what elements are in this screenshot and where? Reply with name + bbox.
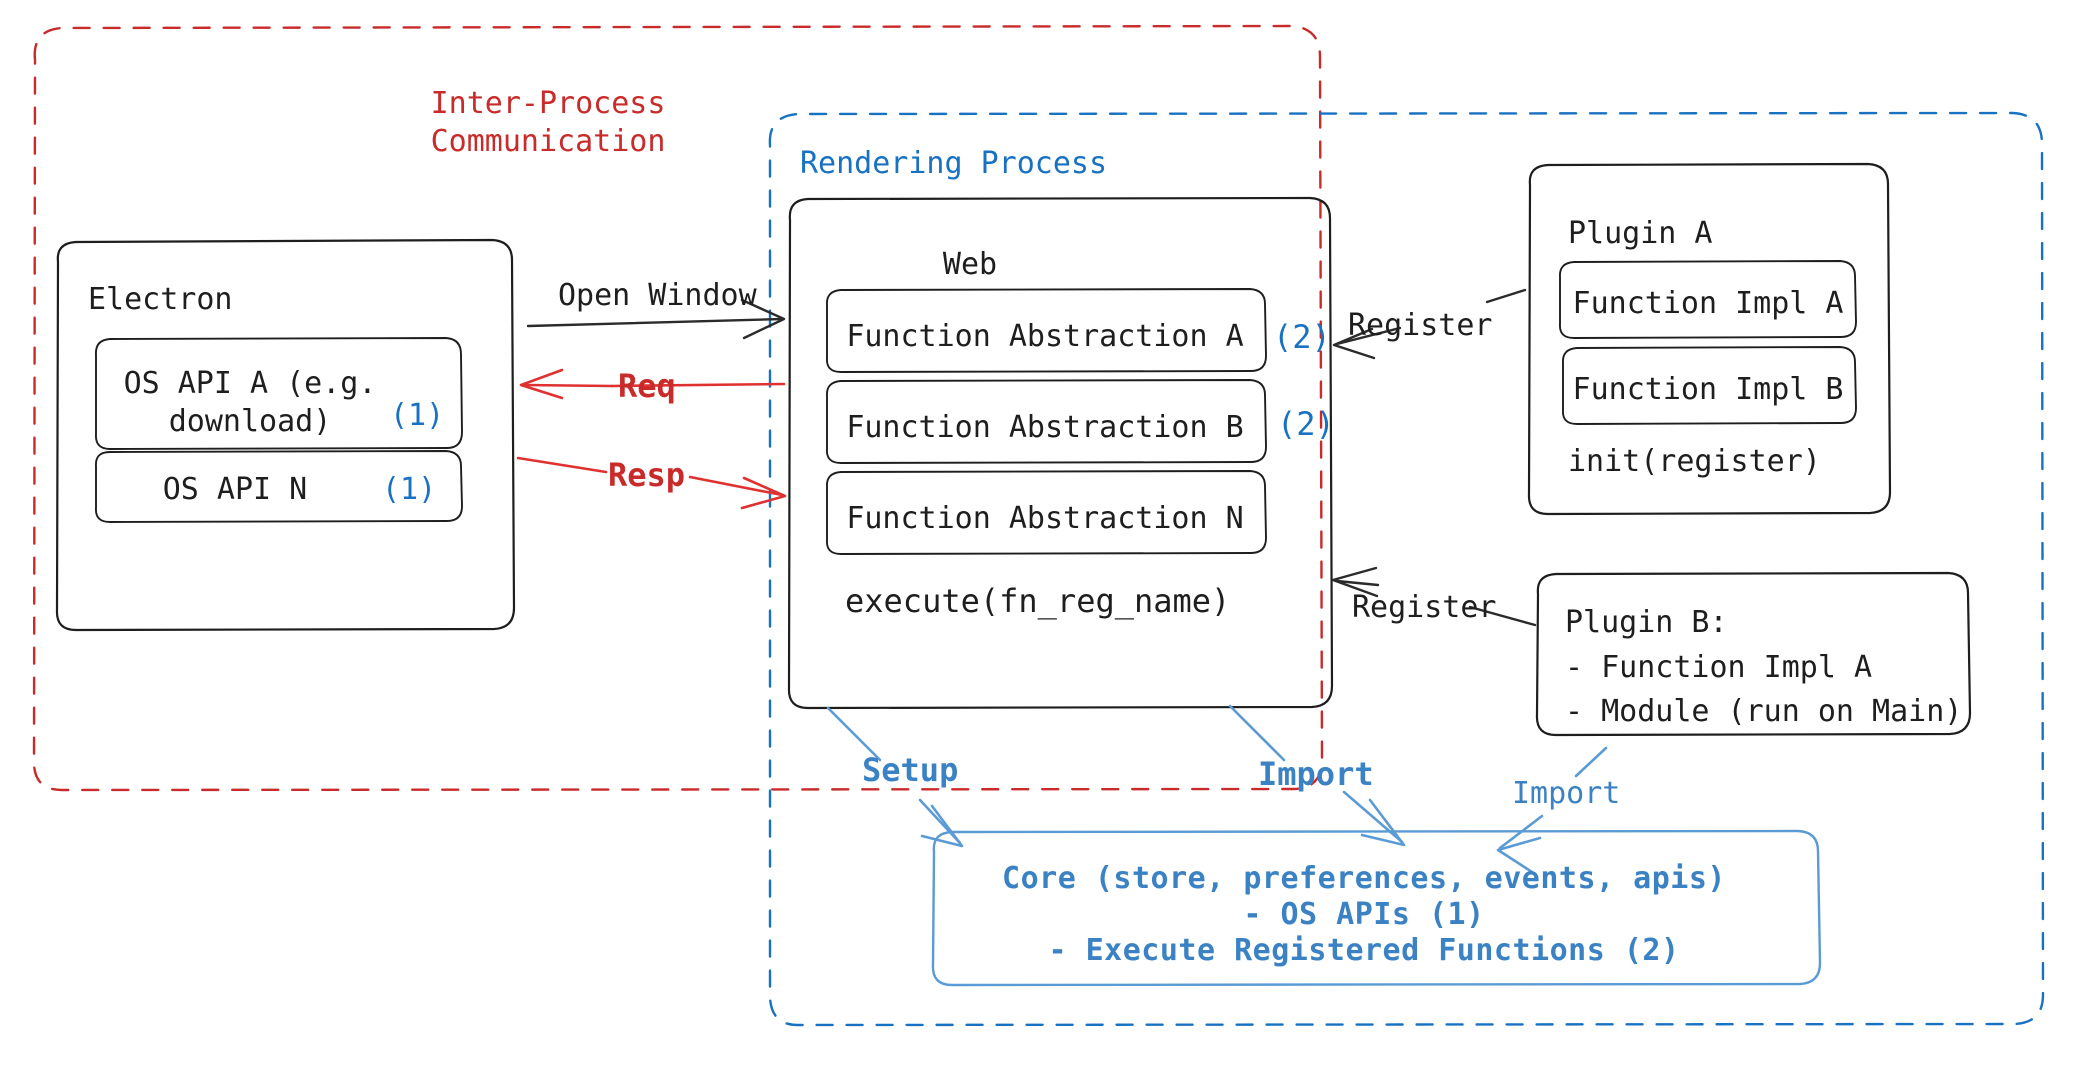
function-impl-b-label: Function Impl B	[1572, 372, 1844, 407]
web-title: Web	[942, 247, 998, 282]
ipc-container-outline	[32, 24, 1324, 792]
open-window-label: Open Window	[558, 278, 757, 313]
plugin-b-box-outline	[1535, 571, 1972, 737]
rendering-process-label: Rendering Process	[800, 146, 1108, 181]
core-box-outline	[931, 829, 1822, 987]
open-window-arrow	[526, 298, 786, 340]
electron-title: Electron	[88, 282, 233, 317]
req-arrow	[519, 368, 786, 400]
resp-arrow	[516, 456, 787, 510]
os-api-n-label: OS API N	[162, 472, 308, 507]
os-api-a-label: OS API A (e.g. download)	[123, 366, 377, 440]
plugin-b-line-2: - Function Impl A	[1565, 650, 1873, 685]
register-a-label: Register	[1348, 308, 1493, 343]
req-label: Req	[618, 367, 676, 405]
register-a-arrow	[1332, 288, 1527, 360]
os-api-n-marker: (1)	[382, 472, 437, 507]
plugin-b-line-1: Plugin B:	[1565, 605, 1728, 640]
plugin-a-init-label: init(register)	[1568, 444, 1821, 479]
web-execute-label: execute(fn_reg_name)	[845, 582, 1231, 620]
plugin-a-title: Plugin A	[1568, 216, 1713, 251]
setup-label: Setup	[862, 751, 959, 789]
register-b-arrow	[1331, 566, 1537, 627]
plugin-b-line-3: - Module (run on Main)	[1565, 694, 1963, 729]
web-box-outline	[787, 196, 1334, 710]
import-plugin-b-label: Import	[1512, 776, 1621, 811]
import-plugin-b-arrow	[1496, 746, 1608, 874]
function-abstraction-b-label: Function Abstraction B	[846, 410, 1244, 445]
function-abstraction-a-marker: (2)	[1273, 318, 1331, 356]
os-api-a-marker: (1)	[390, 398, 445, 433]
core-line-3: - Execute Registered Functions (2)	[1048, 933, 1680, 968]
core-line-2: - OS APIs (1)	[1243, 897, 1485, 932]
import-web-arrow	[1228, 704, 1406, 847]
function-abstraction-n-label: Function Abstraction N	[846, 501, 1244, 536]
import-web-label: Import	[1258, 755, 1374, 793]
resp-label: Resp	[608, 456, 686, 494]
setup-arrow	[826, 706, 964, 848]
function-abstraction-b-marker: (2)	[1277, 405, 1335, 443]
plugin-a-box-outline	[1527, 162, 1892, 516]
rendering-process-container-outline	[768, 111, 2045, 1027]
register-b-label: Register	[1352, 590, 1497, 625]
core-line-1: Core (store, preferences, events, apis)	[1002, 861, 1726, 896]
function-impl-a-label: Function Impl A	[1572, 286, 1844, 321]
electron-box-outline	[55, 238, 516, 632]
function-abstraction-a-label: Function Abstraction A	[846, 319, 1244, 354]
ipc-container-label: Inter-Process Communication	[430, 86, 666, 160]
